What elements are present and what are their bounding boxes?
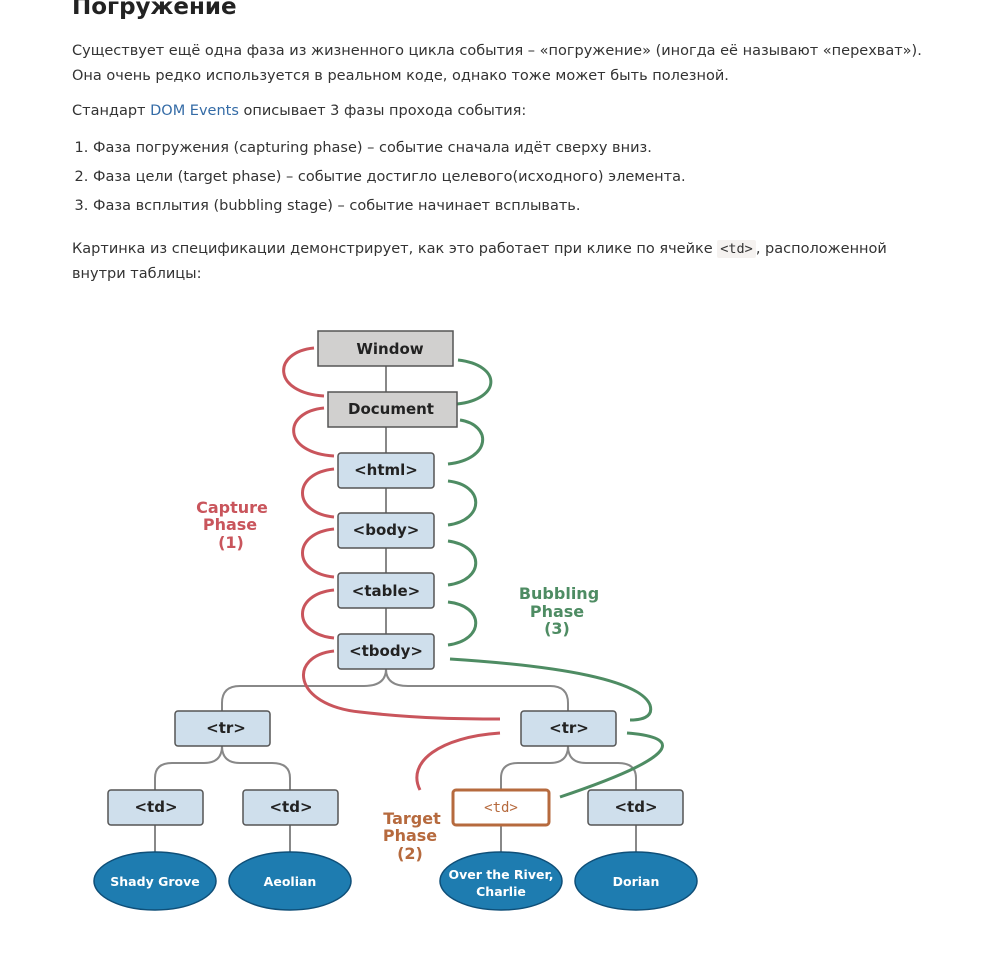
table-node <box>337 572 435 609</box>
tr-right-label: <tr> <box>549 719 589 737</box>
window-label: Window <box>356 340 423 358</box>
td-label-2: <td> <box>269 798 312 816</box>
bubbling-phase-label: Bubbling Phase (3) <box>519 584 599 638</box>
tr-right-node <box>520 710 617 747</box>
bubbling-arrows <box>447 358 664 799</box>
intro-line-2: Она очень редко используется в реальном … <box>72 67 729 84</box>
leaf-shady-grove-label: Shady Grove <box>110 874 199 889</box>
dom-events-link[interactable]: DOM Events <box>150 103 239 119</box>
leaf-over-the-river-line2: Charlie <box>476 884 526 899</box>
leaf-shady-grove <box>93 851 217 911</box>
leaf-over-the-river <box>439 851 563 911</box>
document-label: Document <box>348 400 434 418</box>
body-label: <body> <box>353 521 420 539</box>
tbody-label: <tbody> <box>349 642 423 660</box>
leaf-dorian-label: Dorian <box>613 874 660 889</box>
body-node <box>337 512 435 549</box>
section-heading: Погружение <box>72 0 237 20</box>
td-node-2 <box>242 789 339 826</box>
leaf-dorian <box>574 851 698 911</box>
td-node-4 <box>587 789 684 826</box>
tbody-node <box>337 633 435 670</box>
target-label-line2: Phase <box>383 826 437 845</box>
td-label-4: <td> <box>614 798 657 816</box>
window-node <box>317 330 454 367</box>
leaf-aeolian <box>228 851 352 911</box>
capture-arrows <box>282 346 501 791</box>
document-node <box>327 391 458 428</box>
bubbling-label-line3: (3) <box>544 619 570 638</box>
tr-left-node <box>174 710 271 747</box>
standard-text-after: описывает 3 фазы прохода события: <box>238 103 527 119</box>
phase-item-capturing: Фаза погружения (capturing phase) – собы… <box>93 134 686 163</box>
td-node-1 <box>107 789 204 826</box>
standard-text-before: Стандарт <box>72 103 151 119</box>
capture-label-line1: Capture <box>196 498 268 517</box>
capture-phase-label: Capture Phase (1) <box>196 498 268 552</box>
standard-paragraph: Стандарт DOM Events описывает 3 фазы про… <box>72 99 526 124</box>
target-phase-label: Target Phase (2) <box>383 809 441 863</box>
capture-label-line2: Phase <box>203 515 257 534</box>
intro-line-1: Существует ещё одна фаза из жизненного ц… <box>72 43 922 59</box>
picture-paragraph: Картинка из спецификации демонстрирует, … <box>72 237 892 286</box>
phase-item-bubbling: Фаза всплытия (bubbling stage) – событие… <box>93 192 686 221</box>
intro-paragraph: Существует ещё одна фаза из жизненного ц… <box>72 39 952 88</box>
html-label: <html> <box>354 461 418 479</box>
leaf-over-the-river-line1: Over the River, <box>448 867 553 882</box>
target-label-line3: (2) <box>397 844 423 863</box>
bubbling-label-line1: Bubbling <box>519 584 599 603</box>
bubbling-label-line2: Phase <box>530 602 584 621</box>
td-label-1: <td> <box>134 798 177 816</box>
td-target-label: <td> <box>484 800 518 816</box>
target-label-line1: Target <box>383 809 441 828</box>
td-target-node <box>451 788 551 827</box>
picture-text-after: , расположенной внутри таблицы: <box>72 241 887 282</box>
capture-label-line3: (1) <box>218 533 244 552</box>
td-code: <td> <box>717 240 756 258</box>
leaf-aeolian-label: Aeolian <box>264 874 317 889</box>
html-node <box>337 452 435 489</box>
tr-left-label: <tr> <box>206 719 246 737</box>
phases-list: Фаза погружения (capturing phase) – собы… <box>74 134 686 221</box>
tree-connectors <box>154 366 637 855</box>
table-label: <table> <box>352 582 420 600</box>
picture-text-before: Картинка из спецификации демонстрирует, … <box>72 241 718 257</box>
phase-item-target: Фаза цели (target phase) – событие дости… <box>93 163 686 192</box>
